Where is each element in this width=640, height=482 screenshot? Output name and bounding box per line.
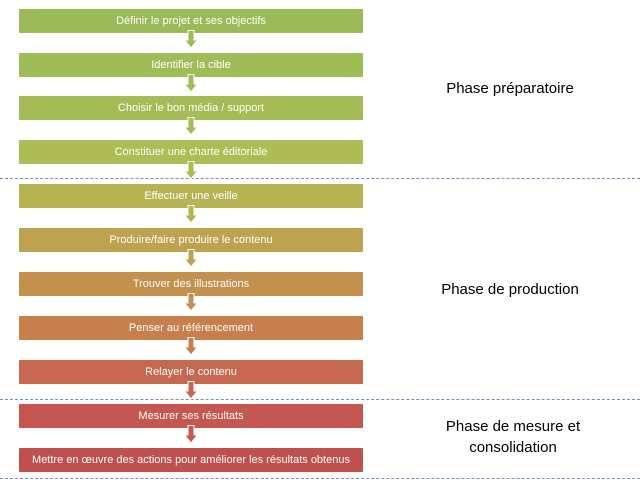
phase-separator <box>0 178 640 179</box>
step-box: Identifier la cible <box>19 53 363 77</box>
step-box: Choisir le bon média / support <box>19 96 363 120</box>
step-label: Mettre en œuvre des actions pour amélior… <box>32 454 350 466</box>
down-arrow-icon <box>184 381 198 400</box>
step-label: Penser au référencement <box>128 322 254 334</box>
phase-separator <box>0 478 640 479</box>
step-box: Penser au référencement <box>19 316 363 340</box>
step-box: Mettre en œuvre des actions pour amélior… <box>19 448 363 472</box>
down-arrow-icon <box>184 161 198 180</box>
step-label: Choisir le bon média / support <box>117 102 265 114</box>
step-label: Mesurer ses résultats <box>138 410 244 422</box>
step-box: Relayer le contenu <box>19 360 363 384</box>
down-arrow-icon <box>184 117 198 136</box>
phase-label-preparatory: Phase préparatoire <box>446 80 574 97</box>
step-box: Effectuer une veille <box>19 184 363 208</box>
down-arrow-icon <box>184 30 198 49</box>
down-arrow-icon <box>184 74 198 93</box>
step-label: Identifier la cible <box>151 59 231 71</box>
down-arrow-icon <box>184 205 198 224</box>
down-arrow-icon <box>184 425 198 444</box>
phase-label-measure: Phase de mesure et consolidation <box>445 418 581 456</box>
phase-label-production: Phase de production <box>441 281 579 298</box>
step-label: Effectuer une veille <box>144 190 238 202</box>
step-box: Produire/faire produire le contenu <box>19 228 363 252</box>
step-label: Définir le projet et ses objectifs <box>116 15 266 27</box>
step-label: Relayer le contenu <box>145 366 237 378</box>
step-label: Produire/faire produire le contenu <box>109 234 273 246</box>
step-box: Mesurer ses résultats <box>19 404 363 428</box>
step-box: Trouver des illustrations <box>19 272 363 296</box>
step-label: Constituer une charte éditoriale <box>114 146 268 158</box>
down-arrow-icon <box>184 337 198 356</box>
step-label: Trouver des illustrations <box>132 278 250 290</box>
down-arrow-icon <box>184 249 198 268</box>
step-box: Définir le projet et ses objectifs <box>19 9 363 33</box>
step-box: Constituer une charte éditoriale <box>19 140 363 164</box>
phase-separator <box>0 399 640 400</box>
down-arrow-icon <box>184 293 198 312</box>
